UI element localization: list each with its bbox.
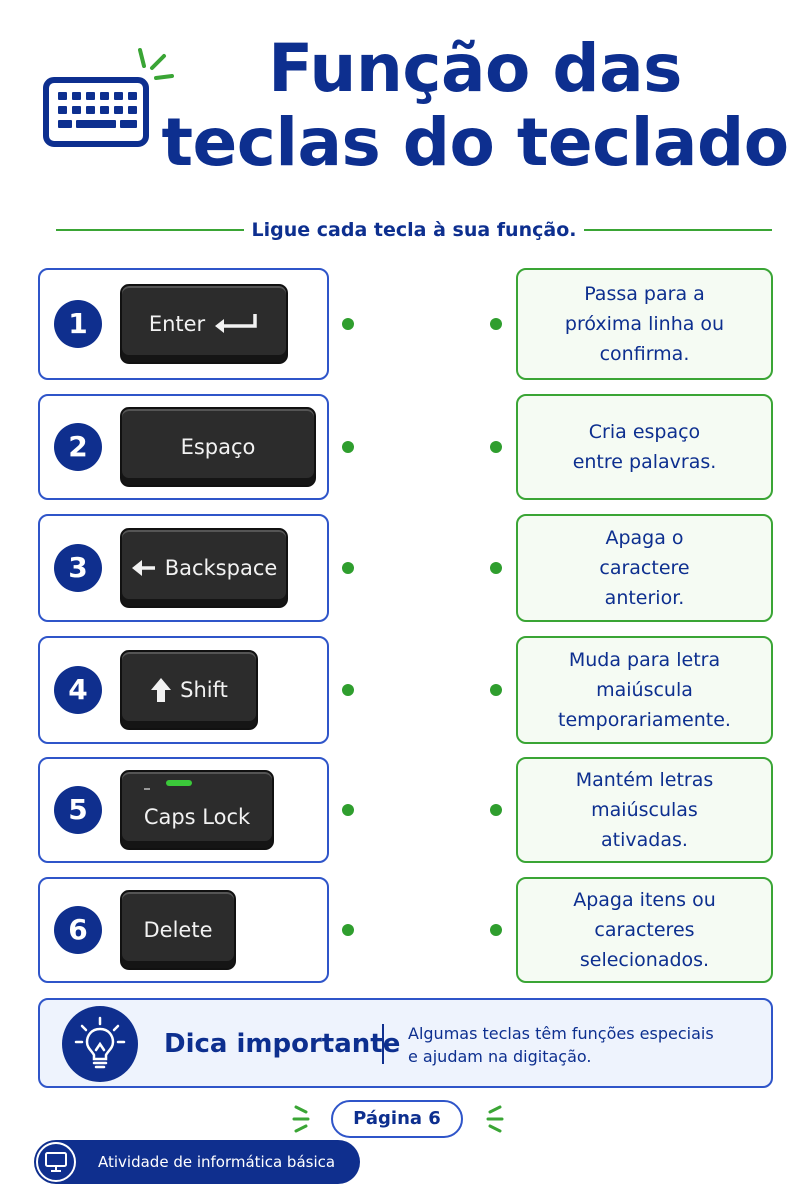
- key-label: Backspace: [164, 556, 278, 580]
- spark-right-icon: [486, 1105, 504, 1133]
- spark-left-icon: [292, 1105, 310, 1133]
- match-row-5: 5 Caps Lock Mantém letras maiúsculas ati…: [0, 757, 800, 863]
- key-backspace: Backspace: [120, 528, 288, 608]
- match-row-4: 4 Shift Muda para letra maiúscula tempor…: [0, 636, 800, 744]
- tip-text: Algumas teclas têm funções especiais e a…: [408, 1024, 714, 1066]
- title-line-1: Função das: [268, 30, 682, 107]
- number-badge: 6: [54, 906, 102, 954]
- match-row-6: 6 Delete Apaga itens ou caracteres selec…: [0, 877, 800, 983]
- function-text: Apaga itens ou caracteres selecionados.: [573, 889, 716, 971]
- instructions-row: Ligue cada tecla à sua função.: [56, 212, 772, 248]
- key-delete: Delete: [120, 890, 236, 970]
- caps-led-icon: [166, 780, 192, 786]
- function-text: Muda para letra maiúscula temporariament…: [558, 649, 731, 731]
- number-badge: 2: [54, 423, 102, 471]
- key-shift: Shift: [120, 650, 258, 730]
- key-caps-lock: Caps Lock: [120, 770, 274, 850]
- function-text: Cria espaço entre palavras.: [572, 421, 717, 473]
- page-title: Função das teclas do teclado: [150, 32, 800, 180]
- match-row-3: 3 Backspace Apaga o caractere anterior.: [0, 514, 800, 622]
- connector-dot-right[interactable]: [490, 318, 502, 330]
- divider-right: [584, 229, 772, 231]
- match-row-1: 1 Enter Passa para a próxima linha ou co…: [0, 268, 800, 380]
- function-text: Mantém letras maiúsculas ativadas.: [575, 769, 714, 851]
- connector-dot-right[interactable]: [490, 804, 502, 816]
- tip-title: Dica importante: [164, 1029, 401, 1059]
- number-badge: 5: [54, 786, 102, 834]
- number-badge: 3: [54, 544, 102, 592]
- key-label: Enter: [148, 312, 206, 336]
- up-arrow-icon: [150, 677, 172, 703]
- header: Função das teclas do teclado: [0, 0, 800, 200]
- key-card-3: 3 Backspace: [38, 514, 329, 622]
- tip-box: Dica importante Algumas teclas têm funçõ…: [38, 998, 773, 1088]
- connector-dot-right[interactable]: [490, 441, 502, 453]
- number-badge: 1: [54, 300, 102, 348]
- connector-dot-left[interactable]: [342, 318, 354, 330]
- function-card-2: Cria espaço entre palavras.: [516, 394, 773, 500]
- key-label: Espaço: [180, 435, 256, 459]
- caps-dash-icon: [144, 788, 150, 790]
- connector-dot-left[interactable]: [342, 562, 354, 574]
- function-text: Apaga o caractere anterior.: [599, 527, 690, 609]
- key-card-6: 6 Delete: [38, 877, 329, 983]
- function-text: Passa para a próxima linha ou confirma.: [564, 283, 725, 365]
- enter-arrow-icon: [213, 312, 259, 336]
- function-card-4: Muda para letra maiúscula temporariament…: [516, 636, 773, 744]
- key-label: Delete: [143, 918, 213, 942]
- connector-dot-left[interactable]: [342, 684, 354, 696]
- page-indicator: Página 6: [331, 1100, 463, 1138]
- function-card-3: Apaga o caractere anterior.: [516, 514, 773, 622]
- match-row-2: 2 Espaço Cria espaço entre palavras.: [0, 394, 800, 500]
- connector-dot-right[interactable]: [490, 684, 502, 696]
- title-line-2: teclas do teclado: [161, 104, 789, 181]
- key-card-1: 1 Enter: [38, 268, 329, 380]
- lightbulb-icon: [62, 1006, 138, 1082]
- connector-dot-left[interactable]: [342, 441, 354, 453]
- connector-dot-right[interactable]: [490, 562, 502, 574]
- function-card-1: Passa para a próxima linha ou confirma.: [516, 268, 773, 380]
- monitor-icon: [36, 1142, 76, 1182]
- key-enter: Enter: [120, 284, 288, 364]
- keyboard-icon: [43, 48, 174, 147]
- footer-text: Atividade de informática básica: [98, 1153, 336, 1171]
- key-space: Espaço: [120, 407, 316, 487]
- divider-left: [56, 229, 244, 231]
- key-label: Shift: [180, 678, 228, 702]
- key-card-4: 4 Shift: [38, 636, 329, 744]
- number-badge: 4: [54, 666, 102, 714]
- key-label: Caps Lock: [143, 805, 251, 829]
- function-card-6: Apaga itens ou caracteres selecionados.: [516, 877, 773, 983]
- connector-dot-left[interactable]: [342, 924, 354, 936]
- tip-divider: [382, 1024, 384, 1064]
- connector-dot-left[interactable]: [342, 804, 354, 816]
- key-card-2: 2 Espaço: [38, 394, 329, 500]
- footer-bar: Atividade de informática básica: [34, 1140, 360, 1184]
- key-card-5: 5 Caps Lock: [38, 757, 329, 863]
- left-arrow-icon: [131, 559, 157, 577]
- connector-dot-right[interactable]: [490, 924, 502, 936]
- instructions: Ligue cada tecla à sua função.: [251, 219, 577, 241]
- function-card-5: Mantém letras maiúsculas ativadas.: [516, 757, 773, 863]
